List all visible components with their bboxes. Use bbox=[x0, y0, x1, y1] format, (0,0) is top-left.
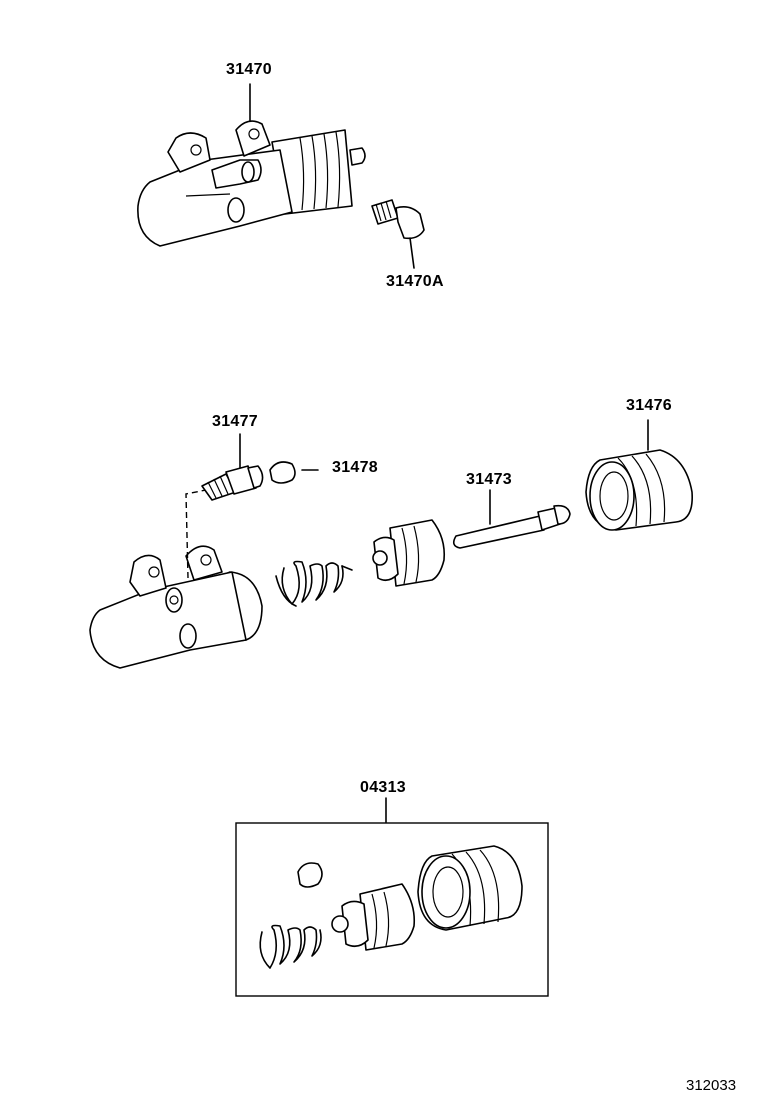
repair-kit-04313 bbox=[235, 797, 549, 997]
label-31470: 31470 bbox=[226, 61, 272, 78]
figure-number: 312033 bbox=[686, 1077, 737, 1094]
label-31476: 31476 bbox=[626, 397, 672, 414]
piston bbox=[372, 519, 446, 587]
label-31473: 31473 bbox=[466, 471, 512, 488]
release-cylinder-assembly bbox=[137, 83, 366, 247]
label-04313: 04313 bbox=[360, 779, 406, 796]
cylinder-body-exploded bbox=[89, 545, 263, 669]
bolt-31470A bbox=[371, 199, 425, 269]
piston-spring bbox=[275, 560, 353, 607]
label-31478: 31478 bbox=[332, 459, 378, 476]
bleeder-cap-31478 bbox=[269, 461, 319, 484]
label-31470A: 31470A bbox=[386, 273, 444, 290]
boot-31476 bbox=[585, 419, 693, 531]
bleeder-position-line bbox=[185, 489, 207, 579]
bleeder-screw-31477 bbox=[201, 433, 264, 501]
push-rod-31473 bbox=[452, 489, 571, 549]
label-31477: 31477 bbox=[212, 413, 258, 430]
